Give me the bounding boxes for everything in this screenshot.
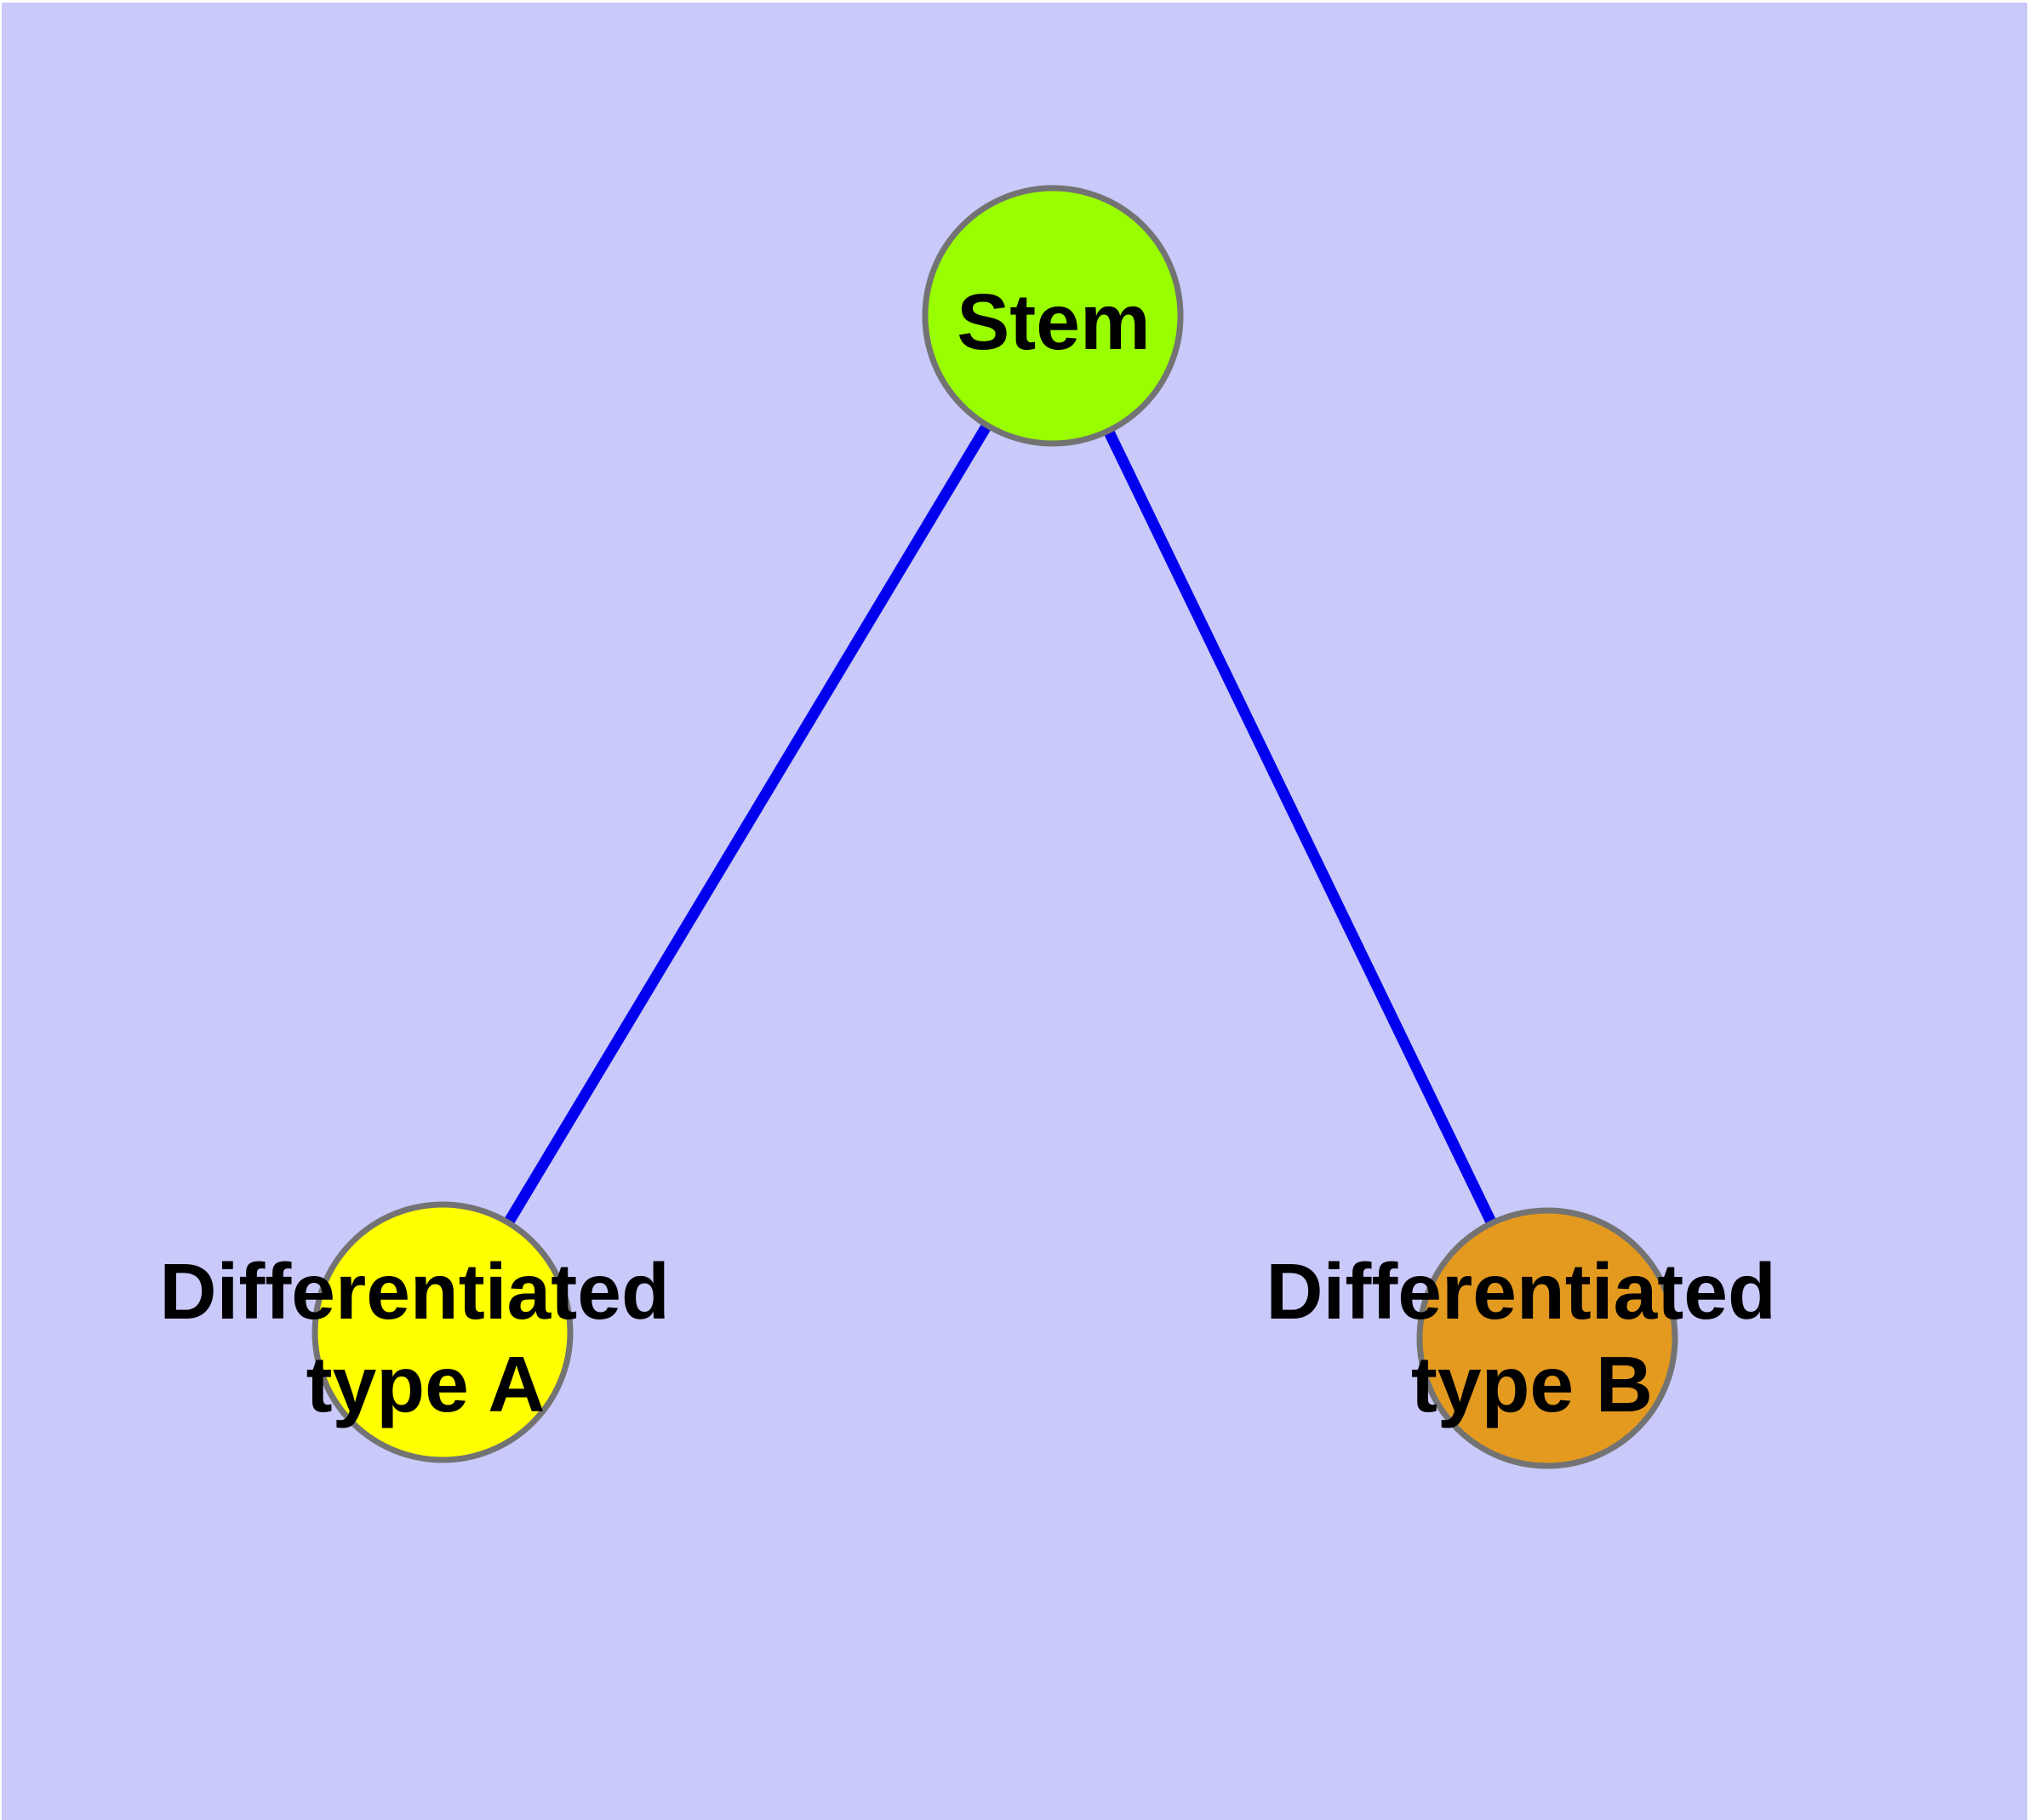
node-type-b-circle — [1416, 1207, 1678, 1469]
node-type-b-label: Differentiated type B — [1266, 1247, 1798, 1428]
node-type-b-label-line2: type B — [1411, 1340, 1653, 1428]
edge-stem-to-type-a — [437, 312, 1058, 1336]
node-type-a-label-line2: type A — [306, 1340, 546, 1428]
node-stem-circle — [922, 185, 1184, 447]
node-type-b-label-line1: Differentiated — [1266, 1247, 1775, 1336]
node-stem-label: Stem — [957, 278, 1150, 366]
node-group — [311, 185, 1678, 1469]
edge-group — [437, 312, 1552, 1341]
node-type-a-label-line1: Differentiated — [159, 1247, 669, 1336]
label-group: Stem Differentiated type A Differentiate… — [159, 278, 1798, 1428]
node-type-a-circle — [311, 1201, 574, 1463]
node-type-a-label: Differentiated type A — [159, 1247, 691, 1428]
edge-stem-to-type-b — [1048, 313, 1552, 1341]
